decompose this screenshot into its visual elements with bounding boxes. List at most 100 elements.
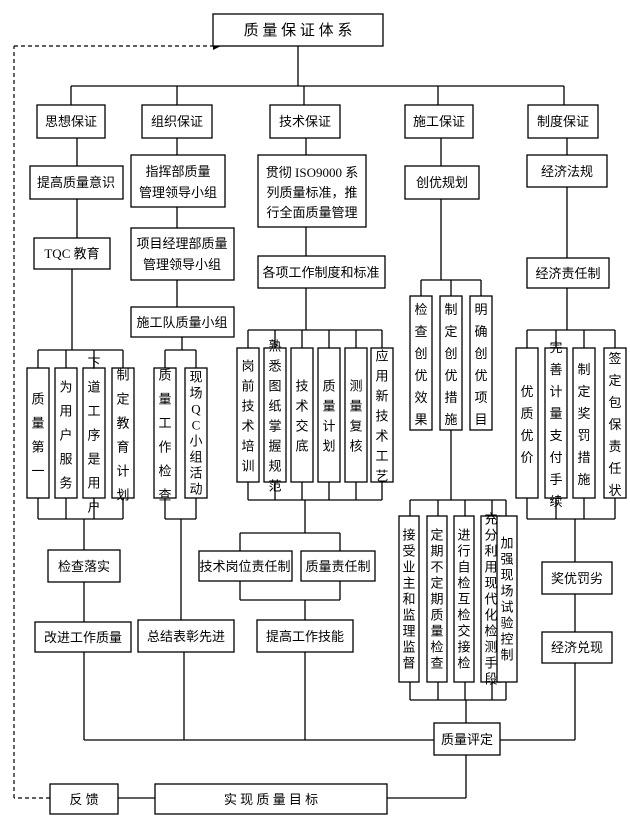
post-duty-label: 技术岗位责任制 xyxy=(199,559,290,574)
vertical-column-box xyxy=(370,347,394,483)
vertical-column-box xyxy=(515,347,539,499)
law-label: 经济法规 xyxy=(541,164,593,179)
law-box xyxy=(526,154,608,188)
skill-label: 提高工作技能 xyxy=(266,629,344,644)
pm-group-label-line2: 管理领导小组 xyxy=(143,257,221,272)
vertical-column-box xyxy=(153,367,177,499)
vertical-column-label: 岗前技术培训 xyxy=(241,359,254,474)
fulfill-box xyxy=(541,631,613,664)
vertical-column-box xyxy=(398,515,420,683)
plan-box xyxy=(404,165,480,200)
title-box xyxy=(212,13,384,47)
vertical-column-label: 熟悉图纸掌握规范 xyxy=(268,339,281,494)
hq-group-box xyxy=(130,154,226,208)
vertical-column-box xyxy=(111,367,135,499)
branch-zuzhi-label: 组织保证 xyxy=(151,114,203,129)
plan-label: 创优规划 xyxy=(416,175,468,190)
hq-group-label-line2: 管理领导小组 xyxy=(139,185,217,200)
vertical-column-box xyxy=(439,295,463,431)
check-box xyxy=(47,549,121,583)
vertical-column-label: 质量工作检查 xyxy=(158,368,171,503)
iso-label-line3: 行全面质量管理 xyxy=(266,205,357,220)
summary-box xyxy=(137,619,235,653)
improve-box xyxy=(34,621,132,653)
vertical-column-label: 完善计量支付手续 xyxy=(549,340,562,509)
feedback-label: 反 馈 xyxy=(69,792,98,807)
vertical-column-label: 签定包保责任状 xyxy=(608,351,621,498)
reward-box xyxy=(541,561,613,595)
vertical-column-box xyxy=(344,347,368,483)
vertical-column-label: 质量第一 xyxy=(31,392,44,479)
evaluation-box xyxy=(433,722,501,756)
vertical-column-label: 制定奖罚措施 xyxy=(577,362,590,487)
branch-shigong-label: 施工保证 xyxy=(413,114,465,129)
goal-box xyxy=(154,783,388,815)
vertical-column-box xyxy=(236,347,260,483)
pm-group-box xyxy=(130,227,235,281)
iso-label-line1: 贯彻 ISO9000 系 xyxy=(266,165,358,180)
vertical-column-box xyxy=(82,367,106,499)
reward-label: 奖优罚劣 xyxy=(551,571,603,586)
vertical-column-label: 检查创优效果 xyxy=(414,302,427,427)
improve-label: 改进工作质量 xyxy=(44,630,122,645)
diagram-title: 质 量 保 证 体 系 xyxy=(244,22,353,39)
fulfill-label: 经济兑现 xyxy=(551,640,603,655)
vertical-column-box xyxy=(603,347,627,499)
vertical-column-label: 优质优价 xyxy=(520,384,533,465)
duty-box xyxy=(526,257,610,289)
vertical-column-box xyxy=(426,515,448,683)
iso-box xyxy=(257,154,367,228)
vertical-column-box xyxy=(496,515,518,683)
zhidu-columns: 优质优价 完善计量支付手续 制定奖罚措施 签定包保责任状 xyxy=(515,340,627,509)
branch-jishu-label: 技术保证 xyxy=(279,114,331,129)
hq-group-label-line1: 指挥部质量 xyxy=(145,164,210,179)
branch-zhidu-label: 制度保证 xyxy=(537,114,589,129)
pm-group-label-line1: 项目经理部质量 xyxy=(136,236,227,251)
vertical-column-label: 接受业主和监理监督 xyxy=(402,527,415,670)
vertical-column-label: 应用新技术工艺 xyxy=(375,349,388,484)
team-label: 施工队质量小组 xyxy=(136,315,227,330)
branch-sixiang-label: 思想保证 xyxy=(45,114,97,129)
shigong-lower-columns: 接受业主和监理监督定期不定期质量检查进行自检互检交接检充分利用现代化检测手段加强… xyxy=(398,511,518,686)
vertical-column-box xyxy=(572,347,596,499)
vertical-column-box xyxy=(263,347,287,483)
rules-box xyxy=(257,255,386,289)
tqc-label: TQC 教育 xyxy=(44,246,99,261)
vertical-column-label: 技术交底 xyxy=(295,379,308,454)
vertical-column-label: 制定教育计划 xyxy=(116,368,129,503)
vertical-column-box xyxy=(26,367,50,499)
vertical-column-label: 下道工序是用户 xyxy=(87,356,100,515)
branch-zhidu-box xyxy=(527,104,599,139)
vertical-column-box xyxy=(54,367,78,499)
tqc-box xyxy=(33,237,111,270)
evaluation-label: 质量评定 xyxy=(441,732,493,747)
connector-lines xyxy=(13,42,616,799)
vertical-column-label: 明确创优项目 xyxy=(474,302,487,427)
check-label: 检查落实 xyxy=(58,559,110,574)
duty-label: 经济责任制 xyxy=(535,266,600,281)
rules-label: 各项工作制度和标准 xyxy=(262,265,379,280)
feedback-box xyxy=(49,783,119,815)
team-box xyxy=(130,306,235,338)
awareness-label: 提高质量意识 xyxy=(37,175,115,190)
vertical-column-box xyxy=(317,347,341,483)
vertical-column-box xyxy=(453,515,475,683)
vertical-column-box xyxy=(469,295,493,431)
quality-duty-label: 质量责任制 xyxy=(305,559,370,574)
vertical-column-box xyxy=(290,347,314,483)
branch-zuzhi-box xyxy=(141,104,213,139)
vertical-column-label: 测量复核 xyxy=(349,379,362,454)
iso-label-line2: 列质量标准，推 xyxy=(266,185,357,200)
awareness-box xyxy=(29,165,124,200)
vertical-column-box xyxy=(184,367,208,499)
vertical-column-label: 加强现场试验控制 xyxy=(500,535,513,662)
branch-sixiang-box xyxy=(36,104,106,139)
summary-label: 总结表彰先进 xyxy=(147,629,225,644)
skill-box xyxy=(256,619,354,653)
